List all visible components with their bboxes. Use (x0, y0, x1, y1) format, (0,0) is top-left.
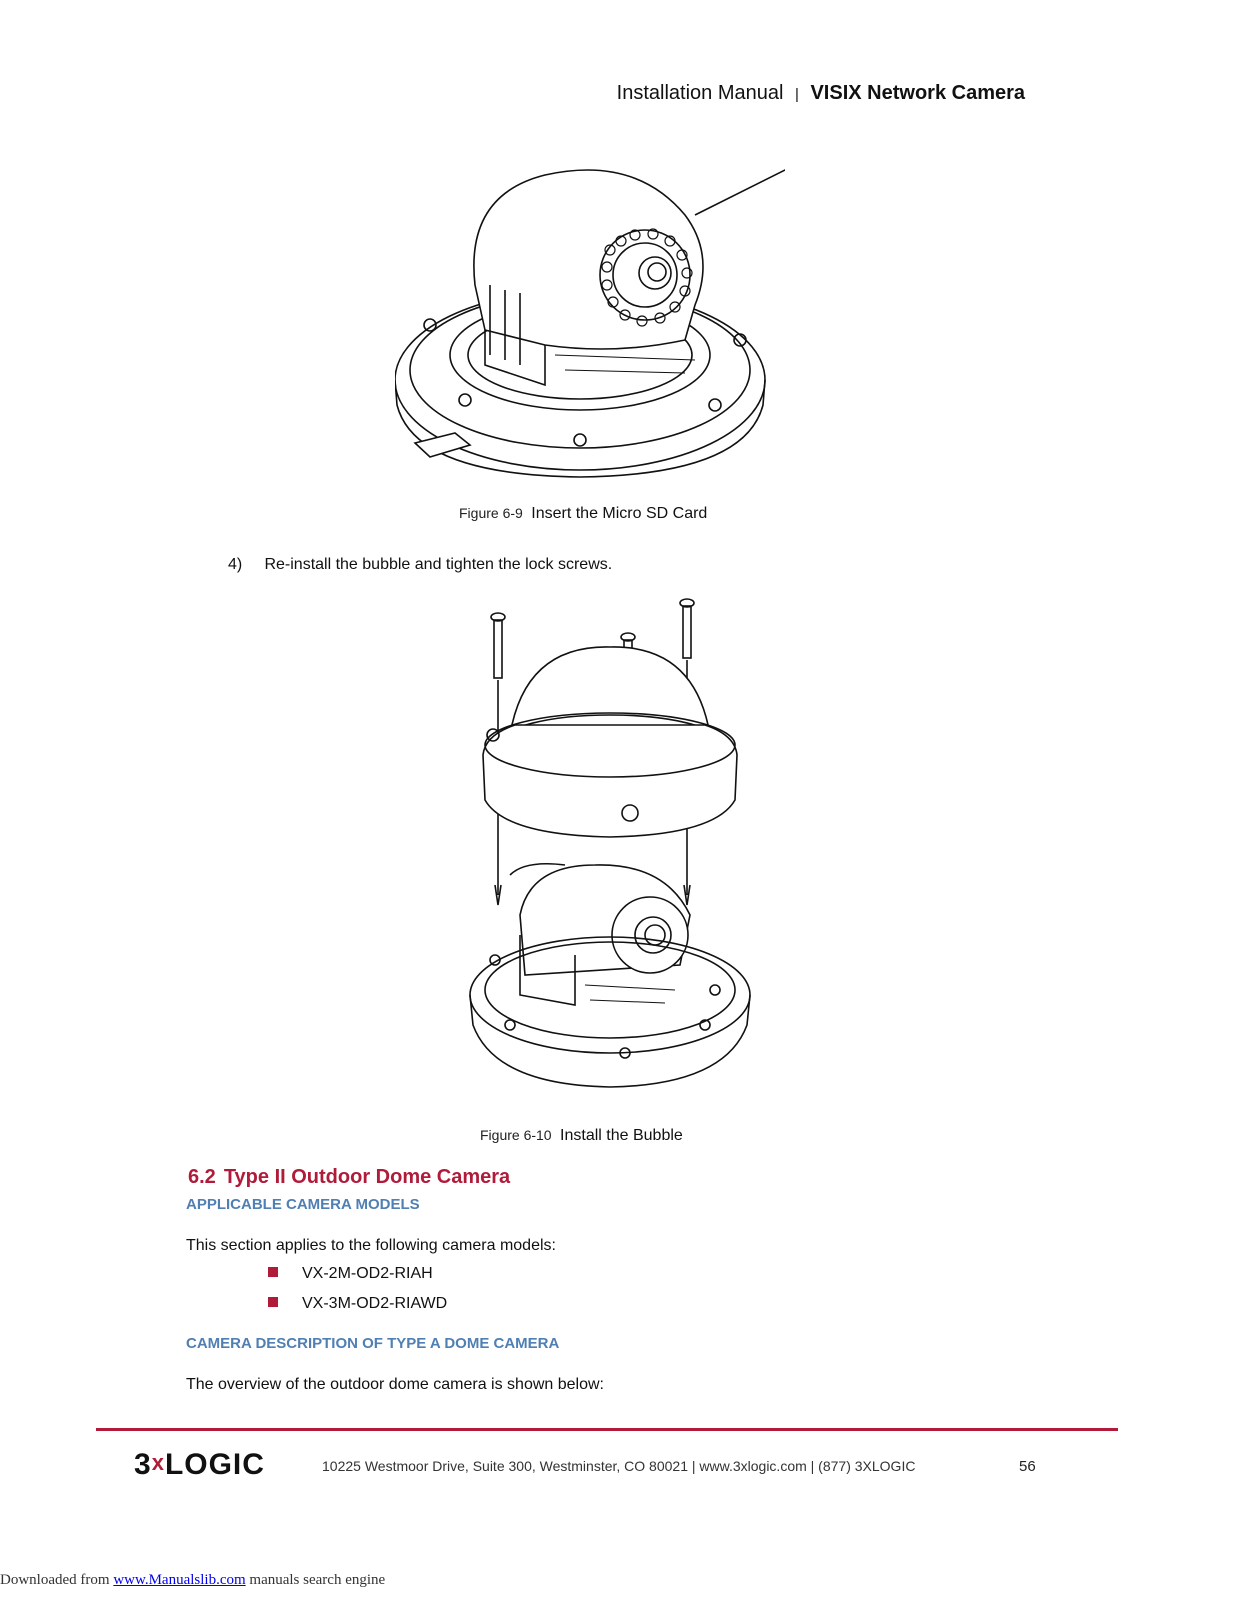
step-text: Re-install the bubble and tighten the lo… (264, 556, 613, 573)
figure-install-bubble (469, 598, 751, 1088)
header-product-title: VISIX Network Camera (810, 82, 1025, 104)
section-heading: 6.2 Type II Outdoor Dome Camera (188, 1166, 510, 1189)
download-suffix: manuals search engine (245, 1572, 386, 1588)
download-notice: Downloaded from www.Manualslib.com manua… (0, 1572, 385, 1589)
section-number: 6.2 (188, 1166, 216, 1188)
figure-insert-sd-card (395, 169, 785, 478)
footer-address: 10225 Westmoor Drive, Suite 300, Westmin… (322, 1458, 916, 1474)
bullet-square-icon (268, 1267, 278, 1277)
page-header: Installation Manual | VISIX Network Came… (617, 82, 1025, 105)
manualslib-link[interactable]: www.Manualslib.com (113, 1572, 246, 1588)
applicable-intro: This section applies to the following ca… (186, 1237, 556, 1254)
figure-caption-2: Figure 6-10 Install the Bubble (480, 1127, 683, 1145)
applicable-heading: APPLICABLE CAMERA MODELS (186, 1196, 420, 1213)
model-name: VX-2M-OD2-RIAH (302, 1265, 433, 1282)
footer-divider (96, 1428, 1118, 1431)
company-logo: 3xLOGIC (134, 1448, 265, 1481)
list-item: VX-2M-OD2-RIAH (268, 1265, 433, 1283)
header-manual-title: Installation Manual (616, 82, 784, 104)
list-item: VX-3M-OD2-RIAWD (268, 1295, 447, 1313)
figure-caption-1: Figure 6-9 Insert the Micro SD Card (459, 505, 707, 523)
description-heading: CAMERA DESCRIPTION OF TYPE A DOME CAMERA (186, 1335, 560, 1352)
step-item: 4) Re-install the bubble and tighten the… (228, 556, 612, 574)
model-name: VX-3M-OD2-RIAWD (302, 1295, 448, 1312)
header-separator: | (795, 86, 799, 103)
figure-caption-text: Insert the Micro SD Card (531, 505, 708, 522)
page-number: 56 (1019, 1458, 1036, 1475)
figure-label: Figure 6-10 (480, 1127, 552, 1143)
step-number: 4) (228, 556, 243, 573)
bullet-square-icon (268, 1297, 278, 1307)
section-title: Type II Outdoor Dome Camera (223, 1166, 511, 1188)
figure-caption-text: Install the Bubble (560, 1127, 683, 1144)
download-prefix: Downloaded from (0, 1572, 114, 1588)
figure-label: Figure 6-9 (459, 505, 523, 521)
description-text: The overview of the outdoor dome camera … (186, 1376, 604, 1393)
